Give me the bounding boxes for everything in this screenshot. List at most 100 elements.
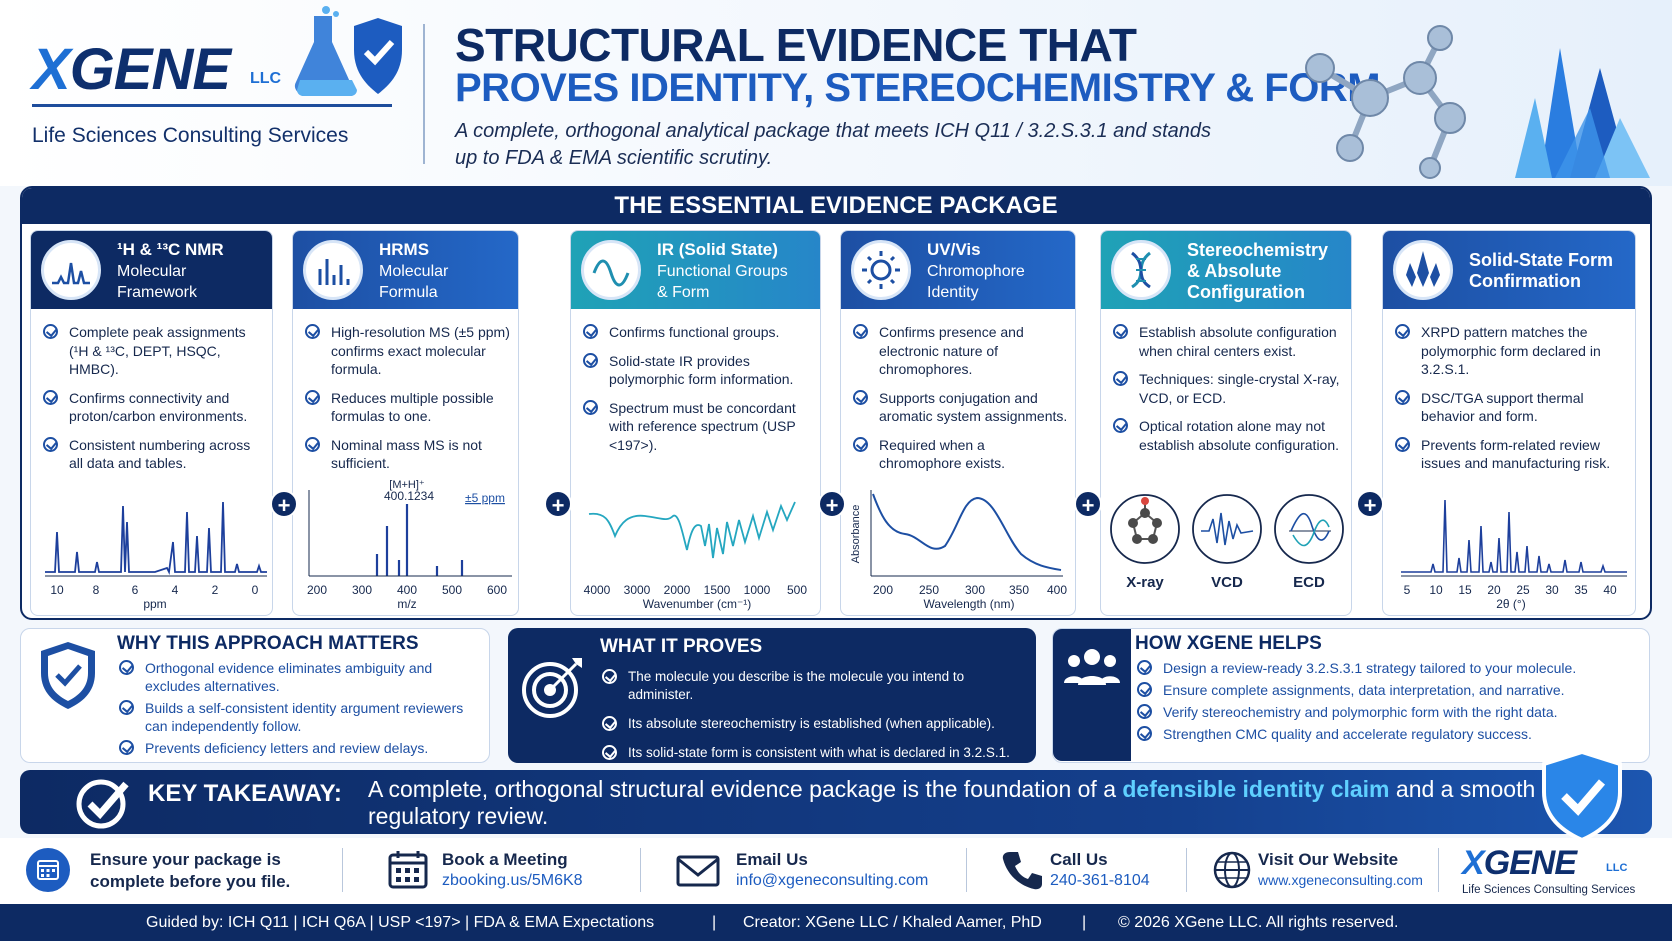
card-ir-header: IR (Solid State) Functional Groups & For… <box>571 231 820 309</box>
tick-label: 400 <box>397 583 417 597</box>
card-hrms[interactable]: HRMS Molecular Formula High-resolution M… <box>292 230 519 616</box>
footer-divider <box>640 848 641 892</box>
tolerance-label: ±5 ppm <box>465 491 505 505</box>
footer-website-label: Visit Our Website <box>1258 850 1399 869</box>
footer-call-number[interactable]: 240-361-8104 <box>1050 872 1150 889</box>
list-item: Confirms functional groups. <box>581 323 814 342</box>
card-nmr-bullets: Complete peak assignments (¹H & ¹³C, DEP… <box>41 323 266 483</box>
list-item: Optical rotation alone may not establish… <box>1111 417 1345 454</box>
footer-logo-word: XGENE <box>1462 844 1577 882</box>
footer-logo: XGENE LLC Life Sciences Consulting Servi… <box>1456 844 1656 898</box>
card-nmr-header: ¹H & ¹³C NMR Molecular Framework <box>31 231 272 309</box>
check-circle-icon <box>583 324 598 339</box>
card-ir[interactable]: IR (Solid State) Functional Groups & For… <box>570 230 821 616</box>
footer-website-link[interactable]: www.xgeneconsulting.com <box>1258 872 1423 888</box>
tick-label: 250 <box>919 583 939 597</box>
tick-label: 3000 <box>624 583 651 597</box>
x-axis-label: ppm <box>143 597 166 611</box>
tick-label: 300 <box>352 583 372 597</box>
flask-shield-icon <box>294 6 402 96</box>
footer-divider <box>1438 848 1439 892</box>
card-nmr[interactable]: ¹H & ¹³C NMR Molecular Framework Complet… <box>30 230 273 616</box>
footer-email-link[interactable]: info@xgeneconsulting.com <box>736 872 929 889</box>
helps-icon-block <box>1053 629 1131 761</box>
tick-label: 8 <box>93 583 100 597</box>
card-hrms-bullets: High-resolution MS (±5 ppm) confirms exa… <box>303 323 512 483</box>
creator: Creator: XGene LLC / Khaled Aamer, PhD <box>743 914 1042 931</box>
tick-label: 350 <box>1009 583 1029 597</box>
list-item: Spectrum must be concordant with referen… <box>581 399 814 455</box>
header-divider <box>423 24 425 164</box>
brand-logo[interactable]: XGENE <box>32 37 231 102</box>
list-item: Design a review-ready 3.2.S.3.1 strategy… <box>1135 659 1645 677</box>
card-stereo-bullets: Establish absolute configuration when ch… <box>1111 323 1345 464</box>
list-item: Confirms presence and electronic nature … <box>851 323 1069 379</box>
footer-email[interactable]: Email Us info@xgeneconsulting.com <box>676 844 966 898</box>
footer-divider <box>966 848 967 892</box>
why-panel: WHY THIS APPROACH MATTERS Orthogonal evi… <box>20 628 490 763</box>
header: XGENE LLC Life Sciences Consulting Servi… <box>0 0 1672 186</box>
footer-website[interactable]: Visit Our Website www.xgeneconsulting.co… <box>1210 844 1440 898</box>
footer-ensure-line2: complete before you file. <box>90 872 291 891</box>
envelope-icon <box>676 855 720 887</box>
check-circle-icon <box>119 700 134 715</box>
check-circle-icon <box>1395 436 1410 452</box>
brand-llc: LLC <box>250 70 282 87</box>
card-uvvis[interactable]: UV/Vis Chromophore Identity Confirms pre… <box>840 230 1076 616</box>
tick-label: 400 <box>1047 583 1067 597</box>
tick-label: 300 <box>965 583 985 597</box>
list-item: DSC/TGA support thermal behavior and for… <box>1393 389 1629 426</box>
footer-meeting-link[interactable]: zbooking.us/5M6K8 <box>442 872 583 889</box>
check-circle-icon <box>1395 324 1410 339</box>
check-circle-icon <box>305 389 320 405</box>
card-solid-state[interactable]: Solid-State Form Confirmation XRPD patte… <box>1382 230 1636 616</box>
tick-label: 500 <box>442 583 462 597</box>
check-circle-icon <box>1137 682 1152 697</box>
key-takeaway: KEY TAKEAWAY: A complete, orthogonal str… <box>20 749 1652 843</box>
footer-email-label: Email Us <box>736 850 808 869</box>
check-circle-icon <box>1137 660 1152 675</box>
why-title: WHY THIS APPROACH MATTERS <box>117 633 419 654</box>
check-circle-icon <box>305 436 320 452</box>
tick-label: 10 <box>50 583 64 597</box>
why-list: Orthogonal evidence eliminates ambiguity… <box>117 659 483 761</box>
dna-icon <box>1111 240 1171 300</box>
list-item: Reduces multiple possible formulas to on… <box>303 389 512 426</box>
list-item: High-resolution MS (±5 ppm) confirms exa… <box>303 323 512 379</box>
card-stereochemistry[interactable]: Stereochemistry & Absolute Configuration… <box>1100 230 1352 616</box>
helps-list: Design a review-ready 3.2.S.3.1 strategy… <box>1135 659 1645 747</box>
card-solid-state-title: Solid-State Form <box>1469 250 1614 270</box>
list-item: Verify stereochemistry and polymorphic f… <box>1135 703 1645 721</box>
globe-icon <box>1213 851 1251 889</box>
tick-label: 1500 <box>704 583 731 597</box>
tick-label: 30 <box>1545 583 1559 597</box>
tick-label: 2 <box>212 583 219 597</box>
nmr-spectrum-plot: 10 8 6 4 2 0 ppm <box>45 501 267 611</box>
proves-panel: WHAT IT PROVES The molecule you describe… <box>508 628 1036 763</box>
tick-label: 500 <box>787 583 807 597</box>
shield-check-icon <box>41 642 95 709</box>
footer-meeting[interactable]: Book a Meeting zbooking.us/5M6K8 <box>386 844 636 898</box>
card-uvvis-header: UV/Vis Chromophore Identity <box>841 231 1075 309</box>
list-item: Required when a chromophore exists. <box>851 436 1069 473</box>
list-item: Orthogonal evidence eliminates ambiguity… <box>117 659 483 695</box>
nmr-spectrum-icon <box>41 240 101 300</box>
method-label-ecd: ECD <box>1293 574 1325 591</box>
page-subtitle: A complete, orthogonal analytical packag… <box>455 120 1211 169</box>
list-item: Complete peak assignments (¹H & ¹³C, DEP… <box>41 323 266 379</box>
x-axis-label: Wavelength (nm) <box>924 597 1015 611</box>
footer-call[interactable]: Call Us 240-361-8104 <box>1000 844 1190 898</box>
helps-title: HOW XGENE HELPS <box>1135 633 1322 654</box>
sun-icon <box>851 240 911 300</box>
tick-label: 600 <box>487 583 507 597</box>
check-circle-icon <box>583 352 598 368</box>
check-circle-icon <box>853 436 868 452</box>
footer-ensure-line1: Ensure your package is <box>90 850 281 869</box>
crystal-icon <box>1393 240 1453 300</box>
takeaway-label: KEY TAKEAWAY: <box>148 780 342 807</box>
bottom-bar: Guided by: ICH Q11 | ICH Q6A | USP <197>… <box>0 904 1672 941</box>
check-circle-icon <box>43 324 58 339</box>
list-item: Consistent numbering across all data and… <box>41 436 266 473</box>
card-solid-state-header: Solid-State Form Confirmation <box>1383 231 1635 309</box>
check-circle-icon <box>602 745 617 760</box>
